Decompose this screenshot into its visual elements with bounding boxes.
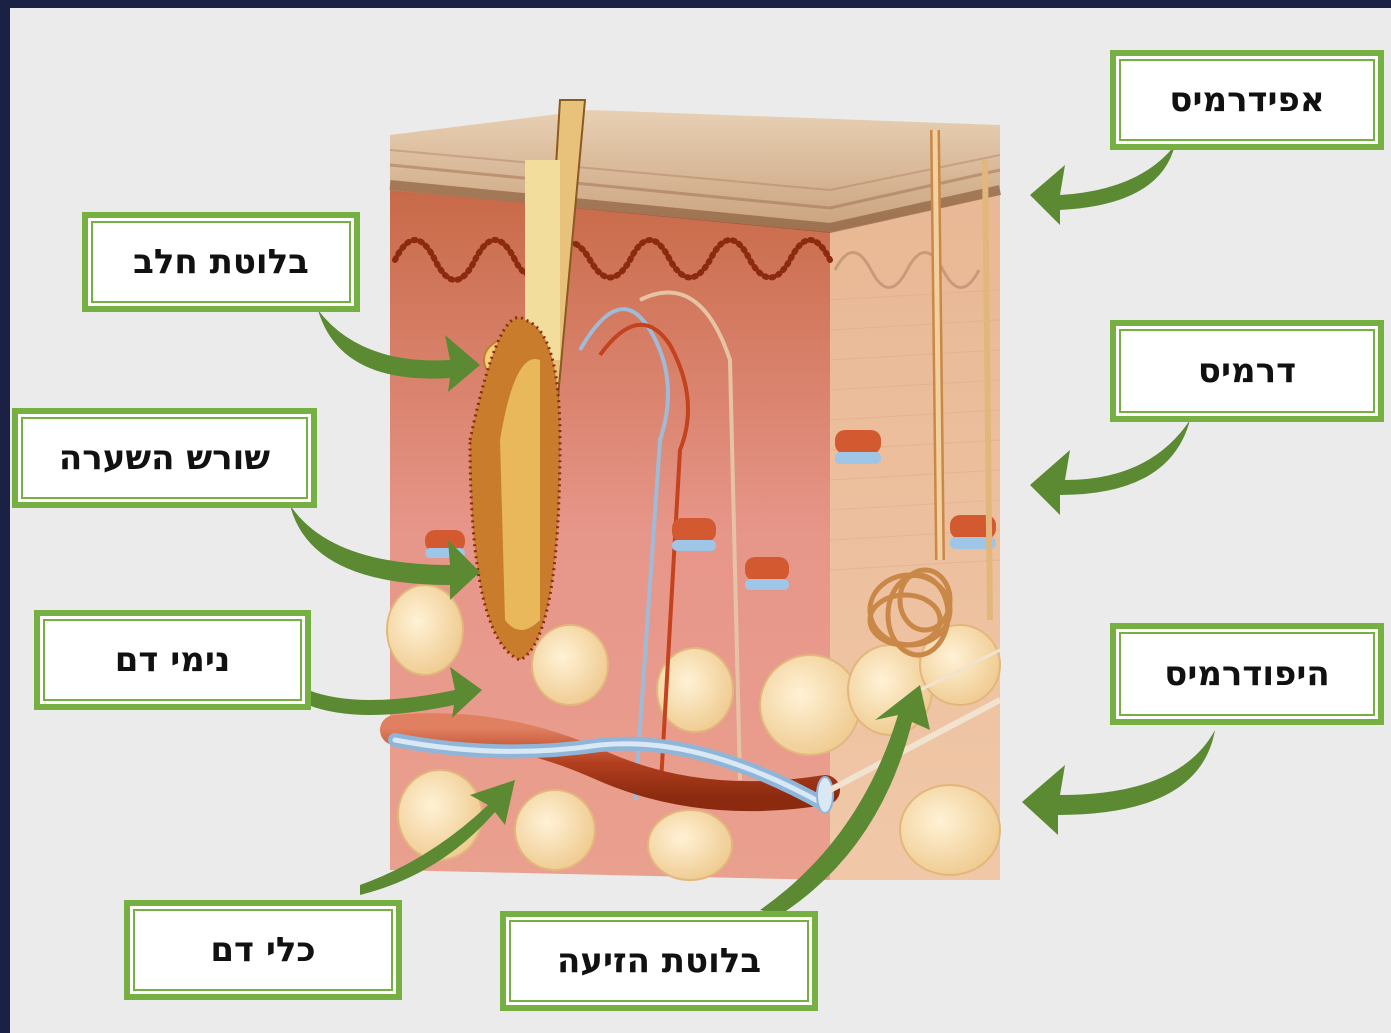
- label-blood-vessels: כלי דם: [124, 900, 402, 1000]
- label-hair-root: שורש השערה: [12, 408, 317, 508]
- skin-cross-section: [10, 8, 1391, 1033]
- label-sweat-gland: בלוטת הזיעה: [500, 911, 818, 1011]
- slide-background: אפידרמיס דרמיס היפודרמיס בלוטת חלב שורש …: [10, 8, 1391, 1033]
- label-epidermis: אפידרמיס: [1110, 50, 1384, 150]
- label-capillaries: נימי דם: [34, 610, 311, 710]
- label-dermis: דרמיס: [1110, 320, 1384, 422]
- skin-block: [387, 100, 1000, 880]
- label-hypodermis: היפודרמיס: [1110, 623, 1384, 725]
- label-sebaceous-gland: בלוטת חלב: [82, 212, 360, 312]
